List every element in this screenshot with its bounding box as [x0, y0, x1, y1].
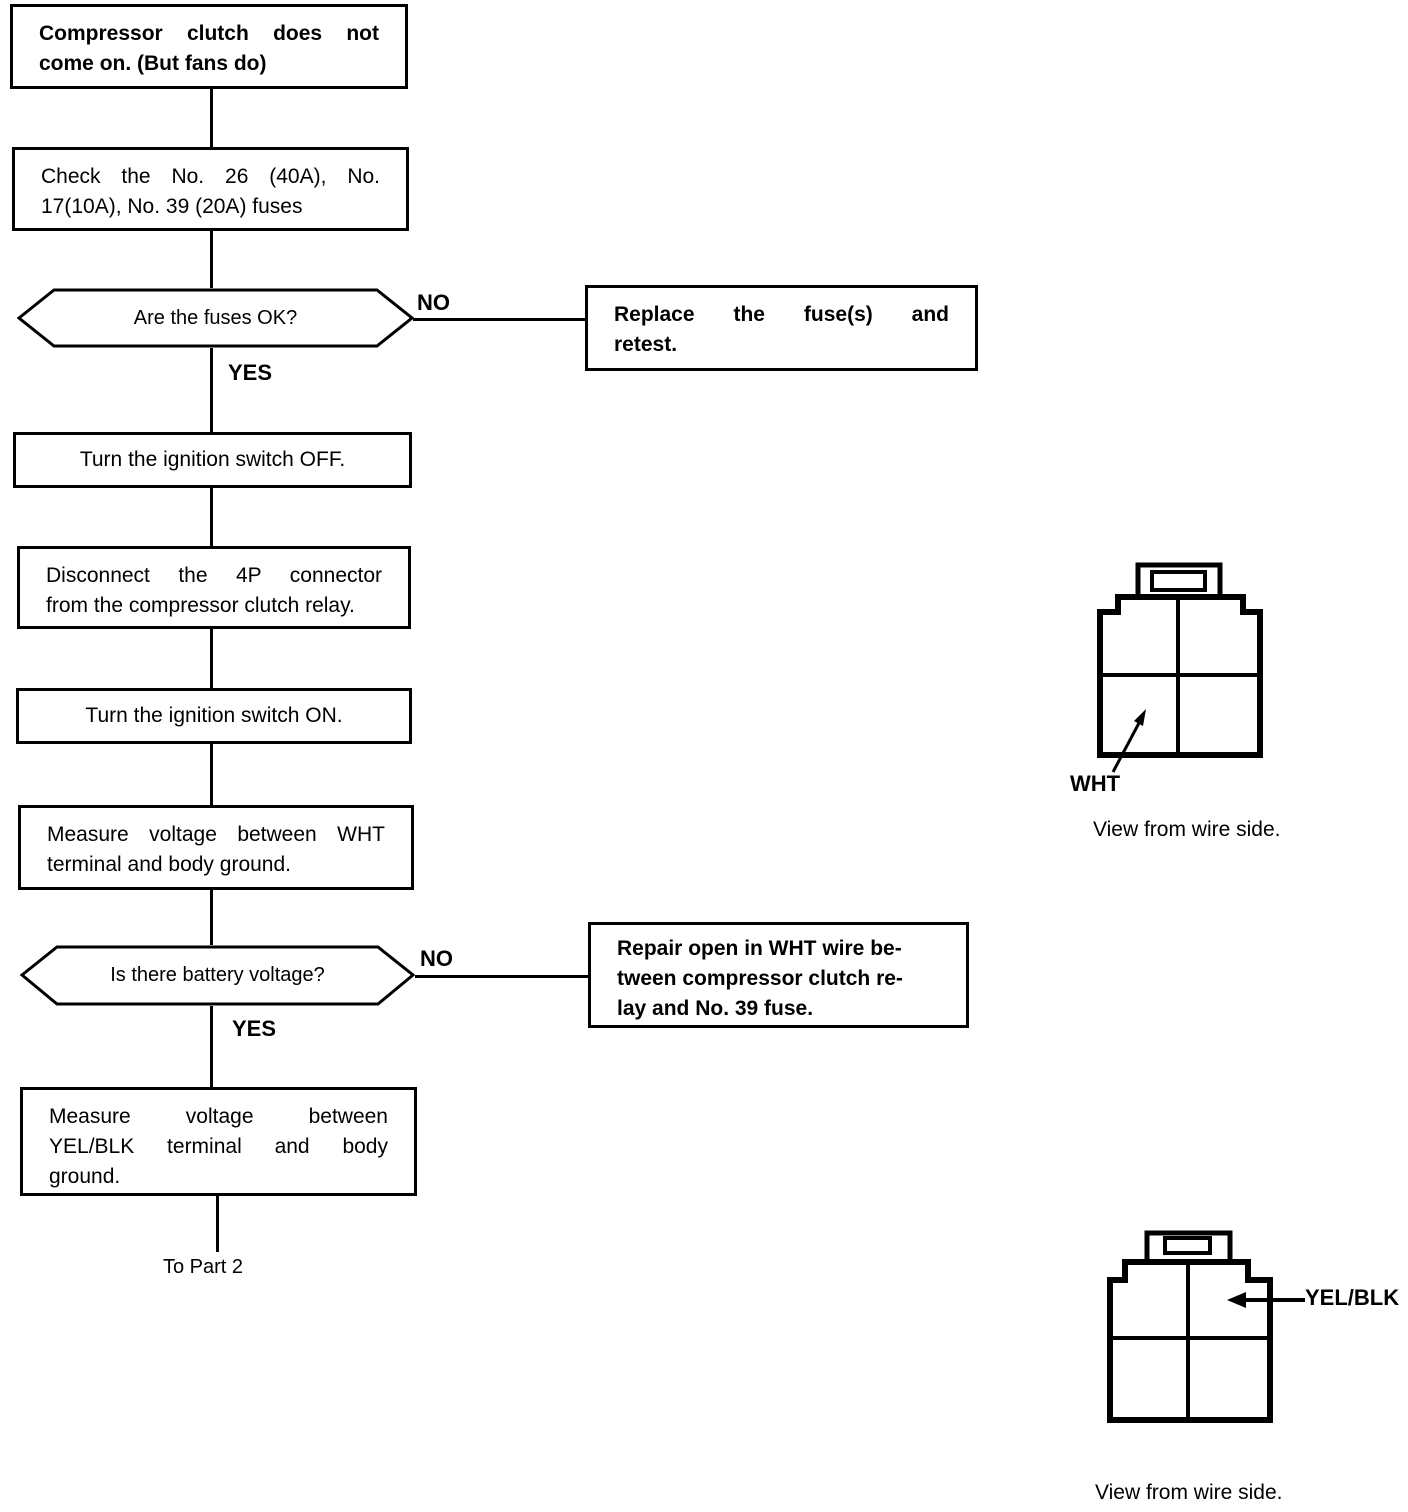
- node-ignition-on: Turn the ignition switch ON.: [16, 688, 412, 744]
- decision-battery-voltage: Is there battery voltage?: [20, 945, 415, 1006]
- flow-line-measurewht-to-decision2: [210, 890, 213, 945]
- decision-hexagon-shape: [17, 288, 414, 348]
- decision-hexagon-shape-2: [20, 945, 415, 1006]
- node-measure-yelblk-line3: ground.: [49, 1165, 121, 1188]
- node-measure-wht: Measure voltage between WHT terminal and…: [18, 805, 414, 890]
- node-check-fuses-line1: Check the No. 26 (40A), No.: [41, 165, 380, 188]
- node-ignition-off-label: Turn the ignition switch OFF.: [79, 448, 346, 471]
- node-disconnect-4p-line1: Disconnect the 4P connector: [46, 564, 382, 587]
- node-start-line2: come on. (But fans do): [39, 52, 267, 75]
- node-repair-wht-line3: lay and No. 39 fuse.: [617, 997, 814, 1020]
- yelblk-pin-label: YEL/BLK: [1305, 1285, 1400, 1310]
- flow-line-check-to-decision1: [210, 231, 213, 288]
- flow-line-start-to-check: [210, 89, 213, 147]
- wht-pin-arrow-line: [1111, 722, 1141, 773]
- node-measure-yelblk-line2: YEL/BLK terminal and body: [49, 1135, 388, 1158]
- node-replace-fuse-line2: retest.: [614, 333, 678, 356]
- yes-label-2: YES: [232, 1016, 277, 1041]
- flow-line-decision1-to-ignoff: [210, 348, 213, 432]
- decision-fuses-ok: Are the fuses OK?: [17, 288, 414, 348]
- node-start-line1: Compressor clutch does not: [39, 22, 379, 45]
- wht-view-caption: View from wire side.: [1093, 818, 1281, 841]
- yes-label-1: YES: [228, 360, 273, 385]
- yelblk-view-caption: View from wire side.: [1095, 1481, 1283, 1504]
- wht-pin-label: WHT: [1070, 771, 1121, 796]
- wht-pin-arrowhead: [1134, 709, 1146, 726]
- connector-4p-wht-diagram: [1097, 562, 1263, 773]
- connector-latch-slot: [1150, 570, 1207, 592]
- node-repair-wht-line1: Repair open in WHT wire be-: [617, 937, 902, 960]
- no-branch-line-1: [413, 318, 585, 321]
- no-label-2: NO: [420, 946, 453, 971]
- flow-line-ignon-to-measurewht: [210, 744, 213, 805]
- connector-4p-yelblk-diagram: [1107, 1230, 1305, 1423]
- no-branch-line-2: [415, 975, 588, 978]
- node-replace-fuse: Replace the fuse(s) and retest.: [585, 285, 978, 371]
- flow-line-disconnect-to-ignon: [210, 629, 213, 688]
- node-check-fuses-line2: 17(10A), No. 39 (20A) fuses: [41, 195, 303, 218]
- node-disconnect-4p: Disconnect the 4P connector from the com…: [17, 546, 411, 629]
- connector-latch-slot: [1163, 1236, 1212, 1255]
- node-measure-wht-line1: Measure voltage between WHT: [47, 823, 385, 846]
- node-measure-wht-line2: terminal and body ground.: [47, 853, 291, 876]
- node-check-fuses: Check the No. 26 (40A), No. 17(10A), No.…: [12, 147, 409, 231]
- no-label-1: NO: [417, 290, 450, 315]
- node-replace-fuse-line1: Replace the fuse(s) and: [614, 303, 949, 326]
- decision-fuses-ok-label: Are the fuses OK?: [133, 306, 298, 329]
- node-repair-wht: Repair open in WHT wire be- tween compre…: [588, 922, 969, 1028]
- node-repair-wht-line2: tween compressor clutch re-: [617, 967, 903, 990]
- to-part2-label: To Part 2: [163, 1256, 244, 1278]
- node-start: Compressor clutch does not come on. (But…: [10, 4, 408, 89]
- flow-line-decision2-to-measureyelblk: [210, 1006, 213, 1087]
- flow-line-ignoff-to-disconnect: [210, 488, 213, 546]
- node-disconnect-4p-line2: from the compressor clutch relay.: [46, 594, 355, 617]
- node-ignition-on-label: Turn the ignition switch ON.: [85, 704, 343, 727]
- node-measure-yelblk: Measure voltage between YEL/BLK terminal…: [20, 1087, 417, 1196]
- node-measure-yelblk-line1: Measure voltage between: [49, 1105, 388, 1128]
- yelblk-pin-arrowhead: [1227, 1292, 1246, 1308]
- flow-line-to-part2: [216, 1196, 219, 1252]
- decision-battery-voltage-label: Is there battery voltage?: [110, 964, 325, 986]
- node-ignition-off: Turn the ignition switch OFF.: [13, 432, 412, 488]
